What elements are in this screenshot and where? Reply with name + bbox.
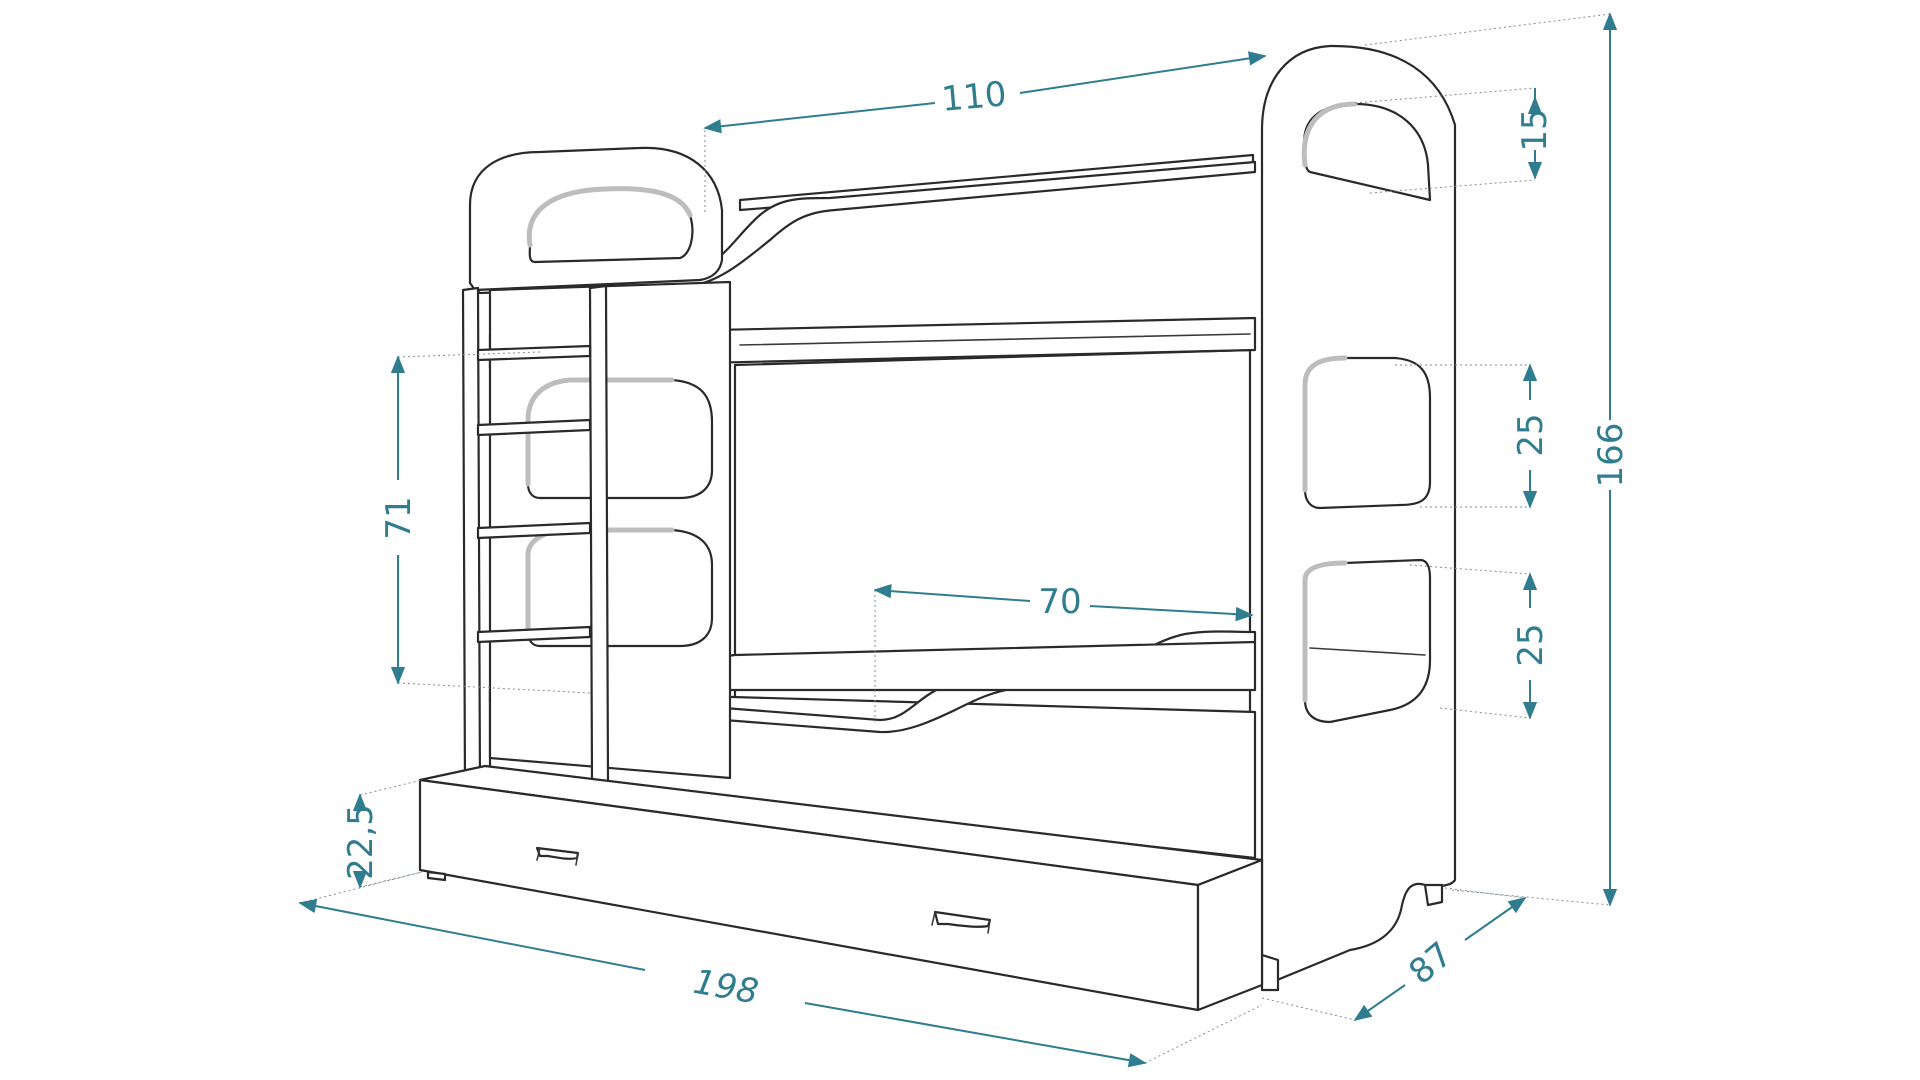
top-guard-rail [468,160,1257,295]
left-opening-upper [526,378,714,500]
dim-guard-opening: 70 [873,582,1254,725]
dim-length: 198 [298,871,1263,1068]
right-end-panel [1260,44,1457,987]
drawer-side [1196,858,1264,1012]
dim-drawer-height: 22,5 [341,779,423,889]
dim-label-71: 71 [379,496,419,539]
dim-headboard-opening: 15 [1354,87,1555,194]
trundle-drawer [418,764,1264,1012]
dim-label-22-5: 22,5 [341,804,381,880]
right-panel-foot [1260,953,1280,992]
dim-label-70: 70 [1038,582,1081,622]
dim-width-top: 110 [703,51,1267,215]
dim-label-166: 166 [1591,423,1631,488]
dim-total-height: 166 [1364,12,1631,907]
right-opening-lower [1303,558,1432,724]
ladder-left-rail [461,286,482,792]
dim-label-25-upper: 25 [1511,413,1551,456]
dim-label-25-lower: 25 [1511,623,1551,666]
dim-label-198: 198 [690,962,761,1013]
dim-side-opening-upper: 25 [1395,363,1551,509]
dim-ladder-height: 71 [379,351,591,694]
ladder-rung-4 [476,625,592,644]
ladder-rung-1 [476,344,592,362]
dim-label-15: 15 [1515,108,1555,151]
dim-side-opening-lower: 25 [1409,564,1551,720]
drawer-handle-right [933,910,992,928]
bunk-bed-illustration [418,44,1457,1012]
dim-label-110: 110 [940,74,1008,120]
ladder-rung-3 [476,521,592,540]
ladder-right-rail [588,284,610,784]
ladder-rung-2 [476,418,592,437]
right-opening-upper [1303,356,1432,510]
right-panel-back-leg [1423,883,1444,907]
dim-label-87: 87 [1402,934,1461,992]
